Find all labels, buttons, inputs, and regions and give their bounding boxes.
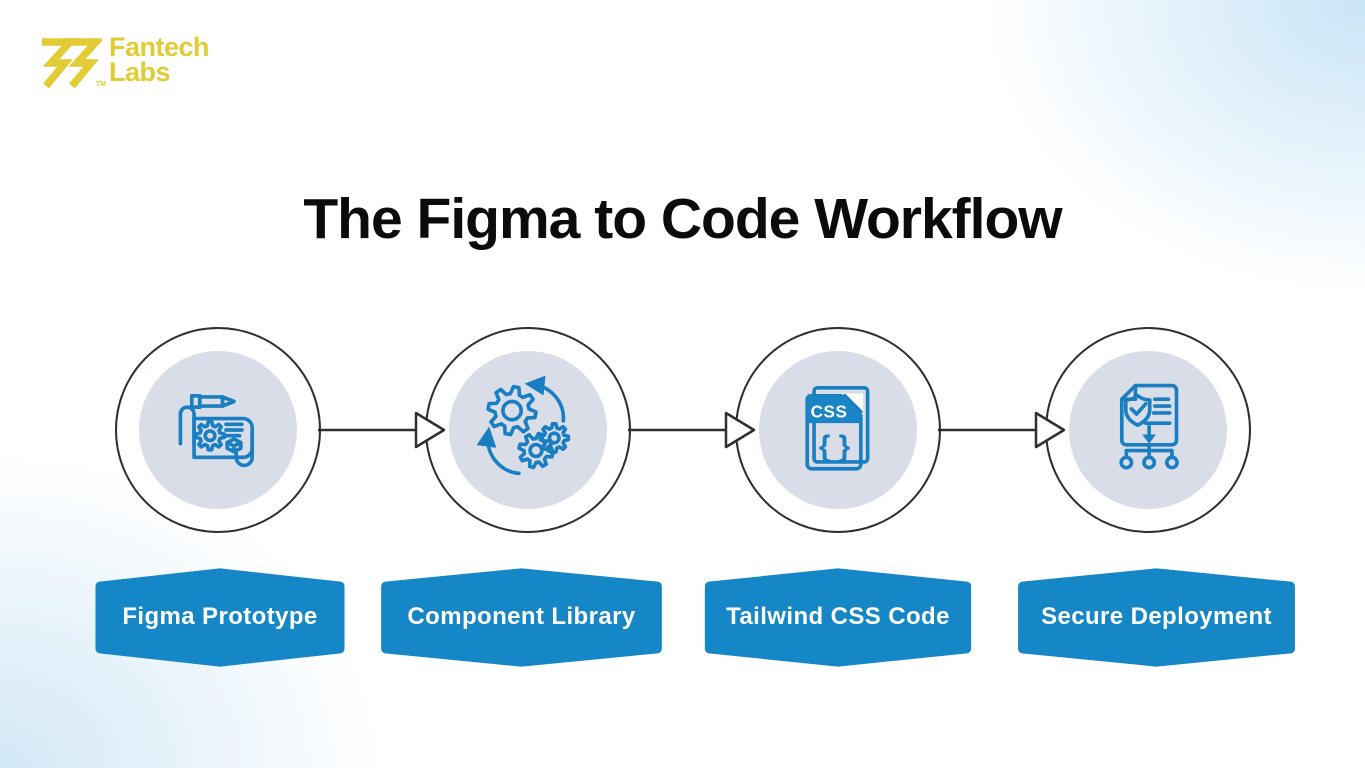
step-circle-figma-prototype: [115, 327, 321, 533]
step-label: Component Library: [407, 603, 636, 630]
brand-name: Fantech Labs: [109, 32, 210, 87]
brand-name-line1: Fantech: [109, 32, 210, 63]
step-banner-secure-deployment: Secure Deployment: [1017, 570, 1296, 665]
step-circle-inner: [449, 351, 607, 509]
gears-sync-icon: [476, 375, 571, 476]
step-label: Secure Deployment: [1041, 603, 1272, 630]
flow-arrow-icon: [628, 411, 756, 449]
step-circle-tailwind-css: CSS { }: [735, 327, 941, 533]
step-circle-inner: [139, 351, 297, 509]
flow-arrow-icon: [318, 411, 446, 449]
fantech-labs-logo-icon: TM: [36, 30, 106, 90]
step-circle-inner: [1069, 351, 1227, 509]
css-badge-label: CSS: [811, 402, 848, 421]
flow-arrow-icon: [938, 411, 1066, 449]
step-banner-component-library: Component Library: [380, 570, 663, 665]
step-banner-tailwind-css: Tailwind CSS Code: [704, 570, 972, 665]
css-file-icon: CSS { }: [805, 385, 870, 471]
step-label: Tailwind CSS Code: [726, 603, 950, 630]
braces-glyph: { }: [819, 430, 851, 463]
secure-deployment-icon: [1119, 383, 1179, 470]
step-circle-component-library: [425, 327, 631, 533]
brand-name-line2: Labs: [109, 57, 171, 87]
step-circle-inner: CSS { }: [759, 351, 917, 509]
trademark-label: TM: [95, 81, 106, 88]
blueprint-prototype-icon: [178, 393, 255, 468]
page-title: The Figma to Code Workflow: [303, 187, 1062, 251]
step-circle-secure-deployment: [1045, 327, 1251, 533]
step-banner-figma-prototype: Figma Prototype: [95, 570, 345, 665]
brand-logo: TM Fantech Labs: [36, 30, 210, 90]
step-label: Figma Prototype: [122, 603, 318, 630]
